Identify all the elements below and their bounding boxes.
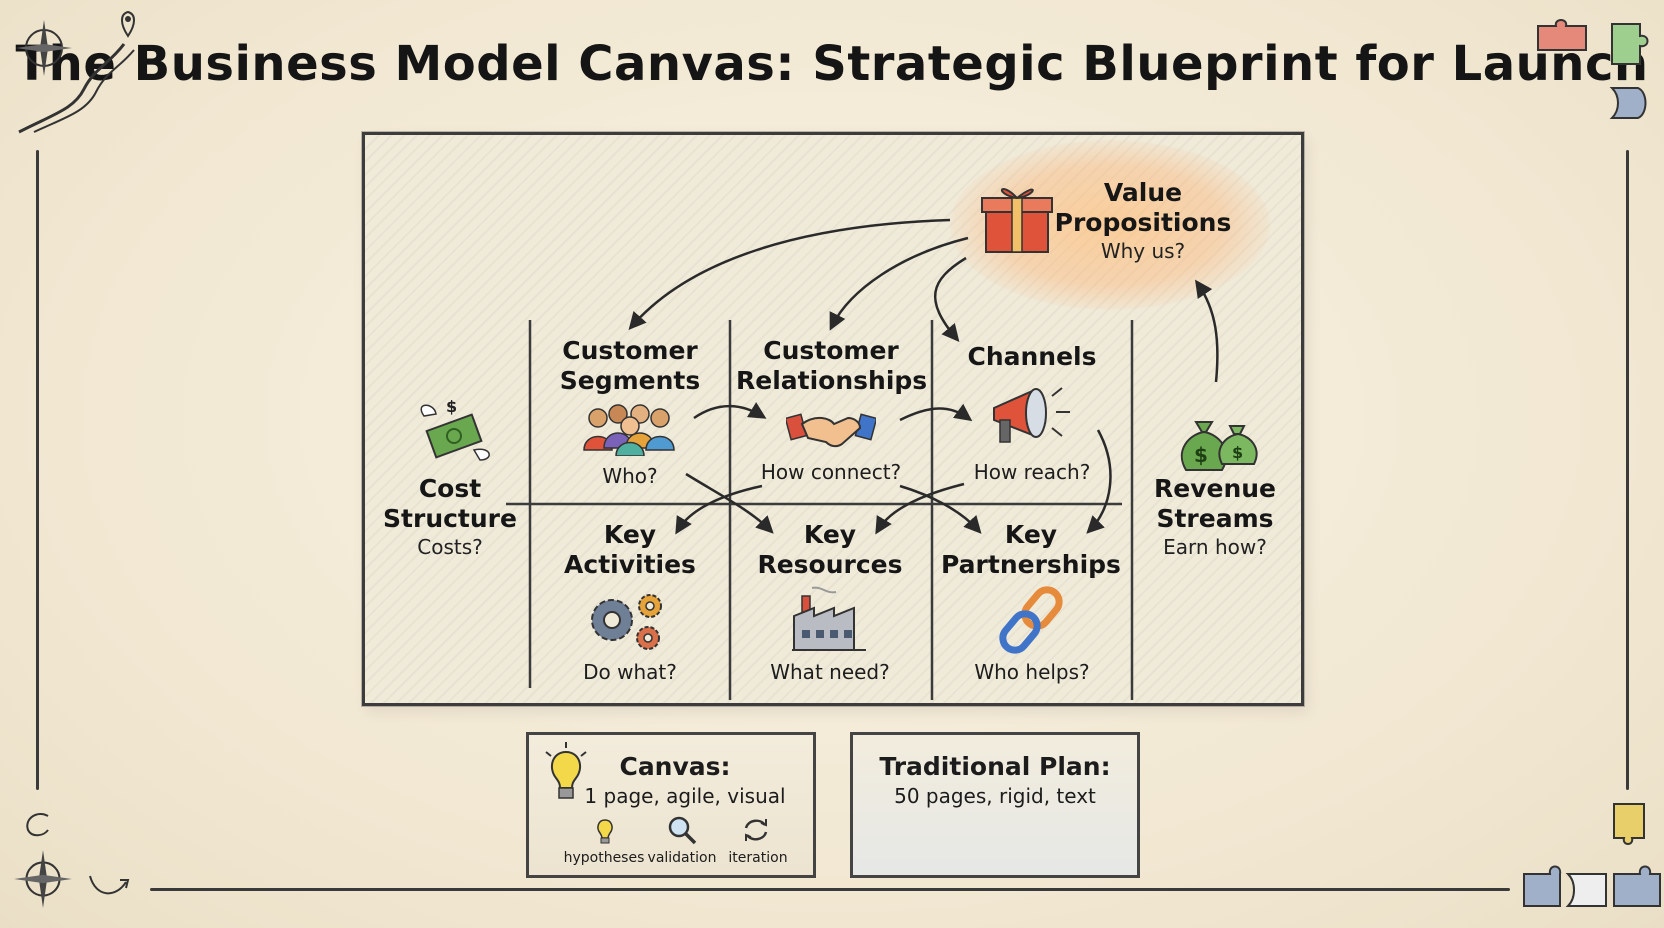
frame-left-line (36, 150, 39, 790)
key-activities-label: Key Activities (540, 520, 720, 580)
cost-structure-title-line2: Structure (383, 504, 517, 533)
svg-text:$: $ (1232, 443, 1243, 462)
traditional-plan-desc: 50 pages, rigid, text (894, 784, 1096, 808)
customer-segments-title-line1: Customer (562, 336, 698, 365)
hypotheses-label: hypotheses (563, 850, 645, 866)
svg-text:$: $ (446, 397, 457, 416)
traditional-plan-box (850, 732, 1140, 878)
key-resources-title-line2: Resources (757, 550, 903, 579)
compass-icon (14, 850, 72, 908)
customer-relationships-title-line1: Customer (763, 336, 899, 365)
gears-icon (591, 594, 662, 650)
value-flow-arrows (628, 218, 1219, 535)
value-propositions-title-line1: Value (1103, 178, 1183, 207)
channels-question: How reach? (973, 460, 1091, 484)
customer-relationships-label: Customer Relationships (736, 336, 928, 396)
gift-icon (981, 188, 1053, 253)
winding-road-icon (18, 43, 135, 134)
validation-label: validation (647, 850, 717, 866)
customer-segments-label: Customer Segments (540, 336, 720, 396)
iteration-label: iteration (728, 850, 788, 866)
page-title: The Business Model Canvas: Strategic Blu… (15, 36, 1649, 92)
flying-money-icon: $ (420, 397, 490, 461)
canvas-comparison-title: Canvas: (619, 752, 731, 781)
channels-title: Channels (967, 342, 1097, 371)
lightbulb-icon (597, 819, 613, 844)
customer-relationships-title-line2: Relationships (736, 366, 928, 395)
people-group-icon (583, 404, 675, 456)
puzzle-piece-icon (1613, 803, 1645, 845)
canvas-grid-lines (506, 320, 1134, 700)
puzzle-piece-icon (1537, 19, 1587, 51)
traditional-plan-title: Traditional Plan: (879, 752, 1111, 781)
value-propositions-question: Why us? (1100, 239, 1186, 263)
puzzle-piece-icon (1611, 23, 1649, 65)
revenue-streams-question: Earn how? (1163, 535, 1267, 559)
revenue-streams-title-line1: Revenue (1153, 474, 1276, 503)
canvas-comparison-desc: 1 page, agile, visual (584, 784, 786, 808)
magnifier-icon (668, 816, 697, 845)
compass-icon (16, 20, 72, 76)
svg-text:$: $ (1194, 443, 1208, 467)
key-resources-label: Key Resources (740, 520, 920, 580)
key-activities-title-line1: Key (603, 520, 657, 549)
key-partnerships-title-line1: Key (1004, 520, 1058, 549)
factory-icon (792, 586, 866, 651)
lightbulb-icon (545, 742, 587, 799)
frame-bottom-line (150, 888, 1510, 891)
puzzle-piece-icon (1523, 865, 1661, 907)
handshake-icon (786, 413, 876, 448)
key-partnerships-label: Key Partnerships (938, 520, 1124, 580)
cost-structure-title-line1: Cost (418, 474, 482, 503)
revenue-streams-title-line2: Streams (1156, 504, 1274, 533)
key-partnerships-question: Who helps? (974, 660, 1090, 684)
customer-relationships-question: How connect? (760, 460, 902, 484)
arrow-icon (26, 812, 49, 837)
arrow-icon (89, 875, 130, 895)
channels-label: Channels (942, 342, 1122, 372)
chain-link-icon (999, 586, 1063, 654)
megaphone-icon (993, 387, 1070, 443)
map-pin-icon (121, 10, 135, 38)
refresh-icon (744, 819, 768, 841)
key-resources-title-line1: Key (803, 520, 857, 549)
cost-structure-label: Cost Structure Costs? (380, 474, 520, 560)
value-propositions-label: Value Propositions Why us? (1048, 178, 1238, 264)
cost-structure-question: Costs? (417, 535, 483, 559)
customer-segments-title-line2: Segments (559, 366, 701, 395)
value-propositions-title-line2: Propositions (1054, 208, 1232, 237)
money-bags-icon: $ $ (1180, 421, 1258, 471)
customer-segments-question: Who? (602, 464, 658, 488)
revenue-streams-label: Revenue Streams Earn how? (1140, 474, 1290, 560)
frame-right-line (1626, 150, 1629, 790)
puzzle-piece-icon (1609, 87, 1647, 119)
key-activities-question: Do what? (583, 660, 677, 684)
key-resources-question: What need? (770, 660, 890, 684)
key-partnerships-title-line2: Partnerships (941, 550, 1121, 579)
key-activities-title-line2: Activities (564, 550, 696, 579)
